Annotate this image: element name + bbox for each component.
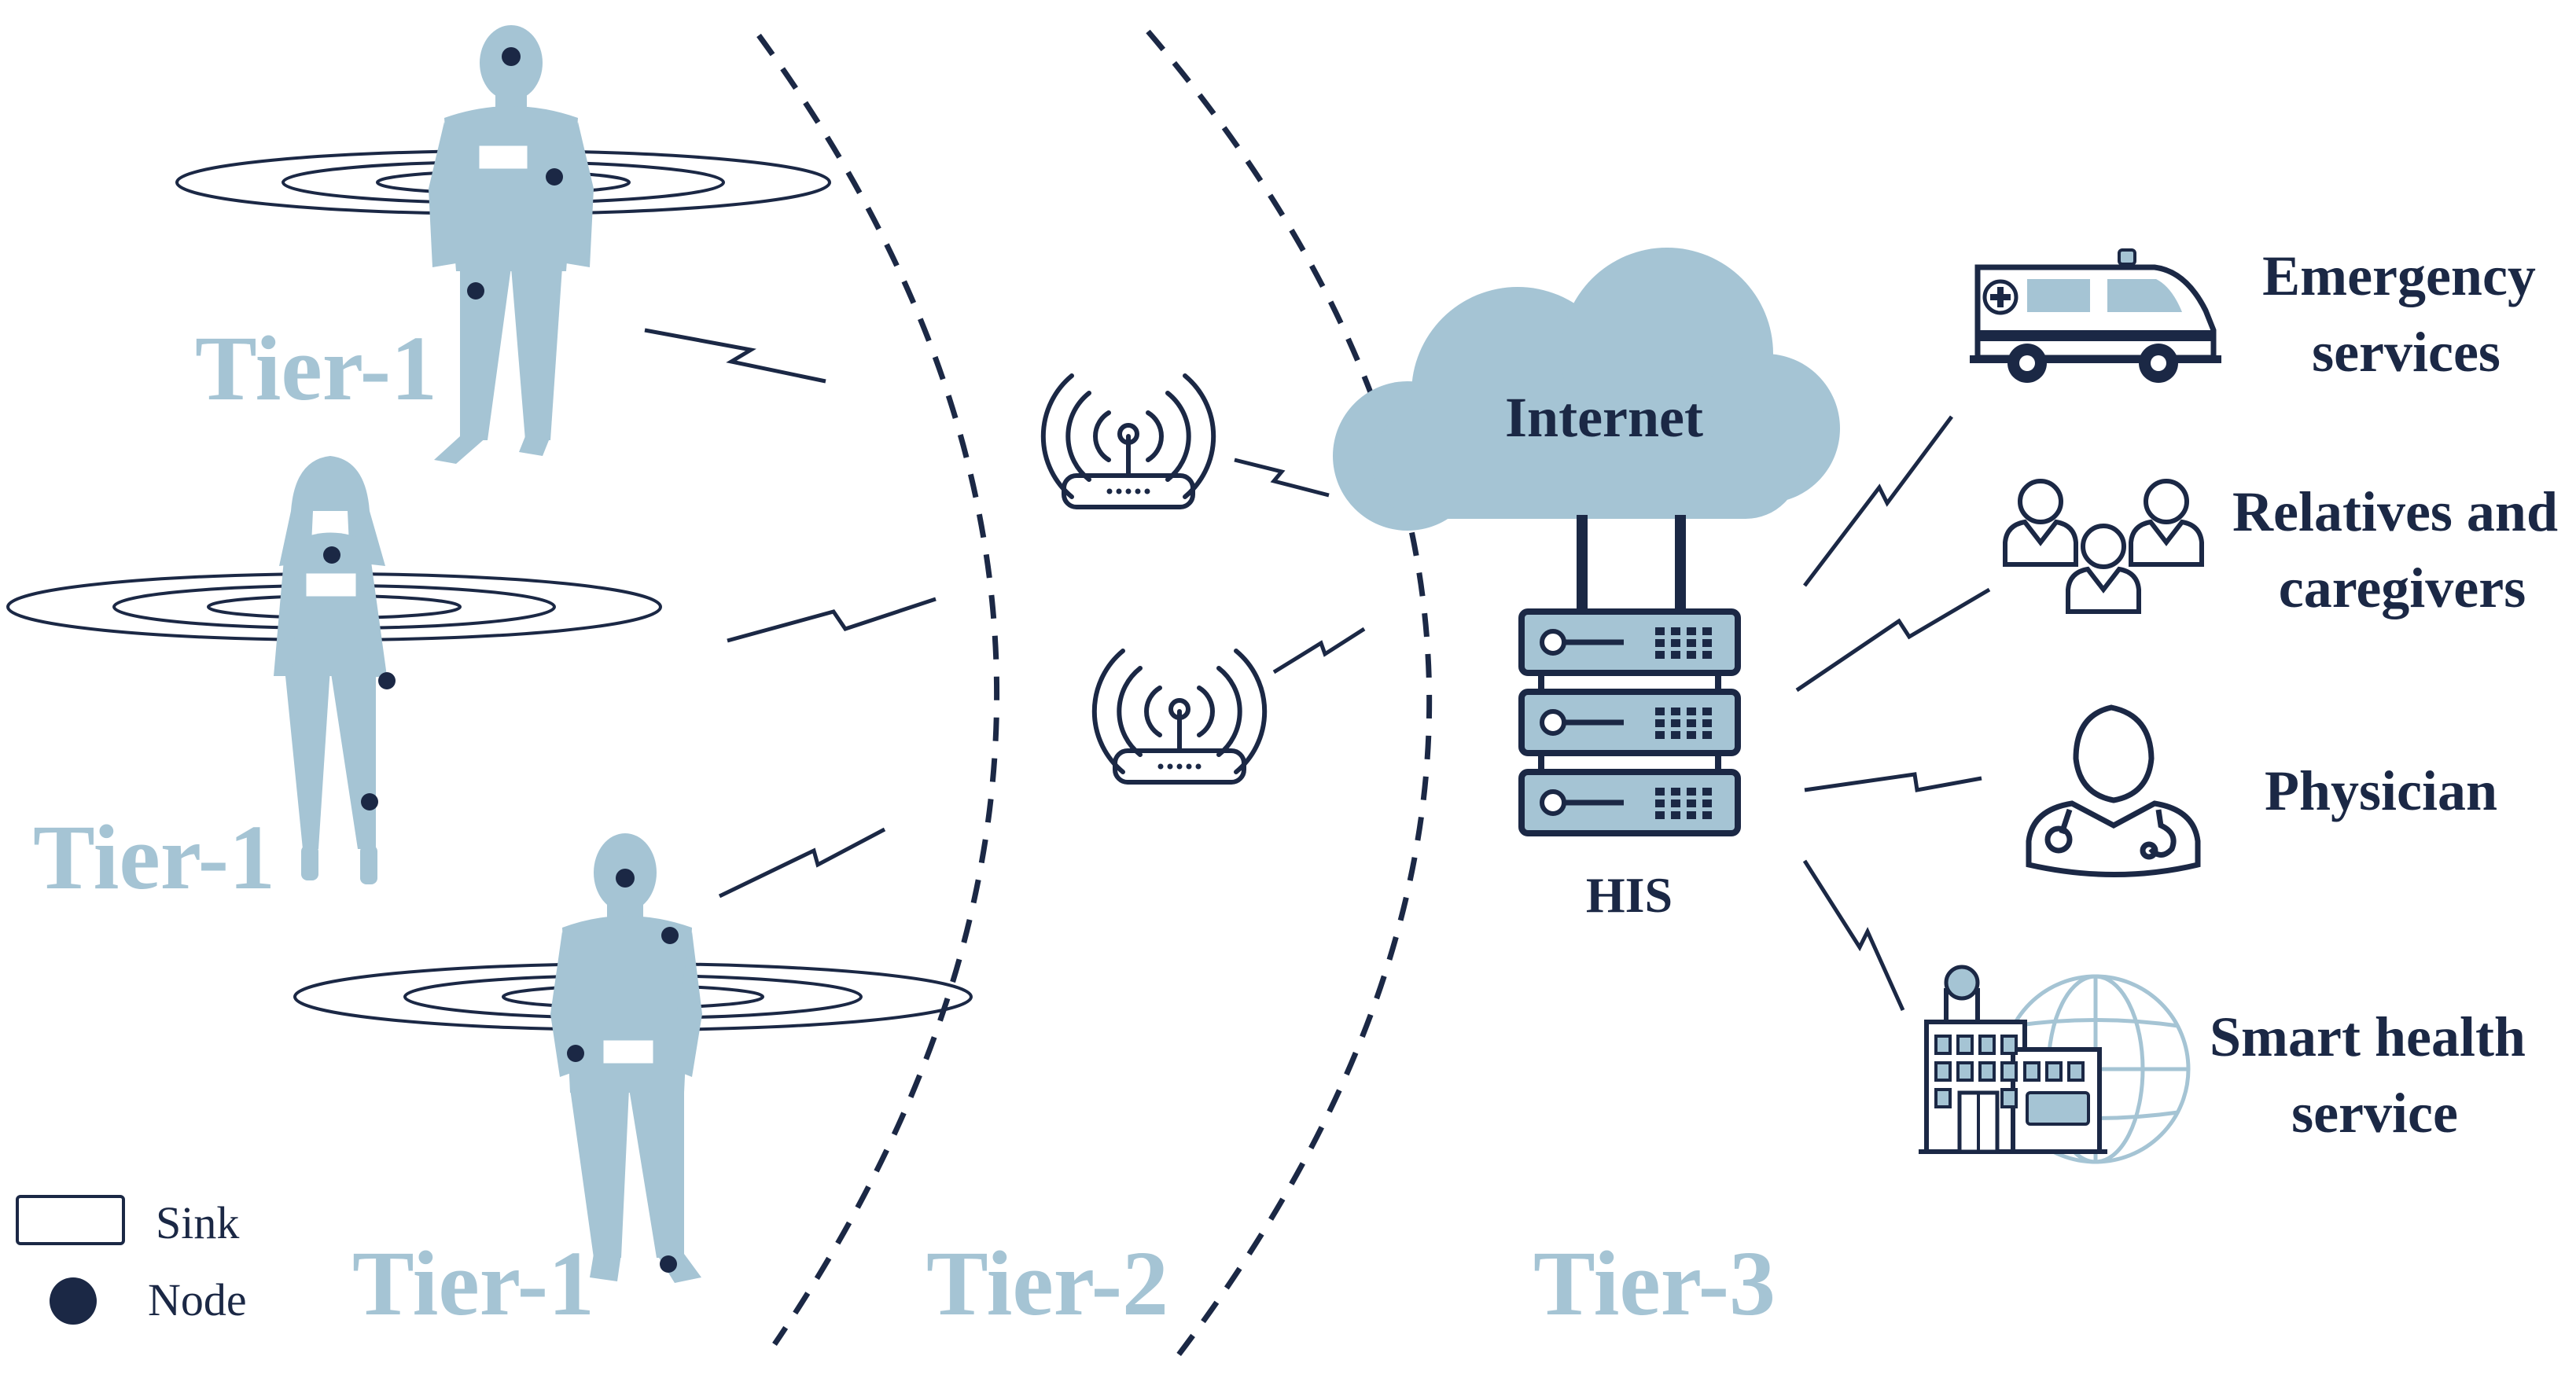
smart-health-service-label: Smart health service [2210,1005,2540,1145]
server-unit [1518,689,1741,756]
legend-node-label: Node [148,1274,247,1325]
sensor-node [546,168,563,186]
server-rack-icon [1518,608,1741,836]
relatives-caregivers-label: Relatives and caregivers [2232,480,2572,619]
relatives-line-2: caregivers [2279,557,2526,619]
legend-sink-label: Sink [156,1197,239,1248]
person-silhouette-icon [550,833,702,1283]
sink-device [304,571,359,599]
cloud-icon [1333,248,1840,531]
sensor-node [567,1045,584,1062]
patient-1 [175,25,831,464]
sensor-node [378,672,396,689]
internet-label: Internet [1505,386,1703,449]
wifi-router-icon [1091,649,1268,785]
legend: Sink Node [16,1195,247,1325]
hospital-globe-icon [1919,965,2191,1164]
sensor-node [502,47,521,66]
patient-2 [6,456,662,884]
person-silhouette-icon [274,456,387,884]
lightning-link-icon [1795,415,1991,1012]
sink-device [477,143,530,171]
tier-boundary-2 [1146,29,1433,1366]
person-silhouette-icon [429,25,594,464]
sensor-node [660,1255,677,1273]
legend-node-swatch [50,1277,97,1325]
cloud-server-connector [1577,515,1686,612]
sink-device [601,1038,656,1066]
tier1-label-bottom: Tier-1 [352,1232,594,1335]
lightning-link-icon [1234,458,1366,674]
sensor-node [323,546,340,564]
sensor-node [361,793,378,810]
server-unit [1518,769,1741,836]
people-group-icon [2003,479,2204,614]
ambulance-icon [1970,248,2221,383]
emergency-services-label: Emergency services [2262,244,2550,384]
relatives-line-1: Relatives and [2232,480,2558,543]
lightning-link-icon [644,328,937,899]
his-label: HIS [1586,867,1673,923]
server-unit [1518,608,1741,676]
patient-3 [293,833,973,1283]
smart-health-line-1: Smart health [2210,1005,2526,1068]
emergency-line-1: Emergency [2262,244,2536,307]
tier3-label: Tier-3 [1533,1232,1776,1335]
tier1-label-middle: Tier-1 [33,806,275,909]
tier-boundary-1 [756,33,999,1346]
physician-label: Physician [2265,759,2497,822]
sensor-node [467,282,484,300]
legend-sink-swatch [16,1195,125,1245]
doctor-icon [2026,704,2201,877]
tier2-label: Tier-2 [926,1232,1168,1335]
sensor-node [661,927,679,944]
emergency-line-2: services [2312,321,2501,384]
smart-health-line-2: service [2291,1082,2458,1145]
sensor-node [616,869,635,888]
tier1-label-top: Tier-1 [195,317,437,420]
wifi-router-icon [1040,373,1216,509]
